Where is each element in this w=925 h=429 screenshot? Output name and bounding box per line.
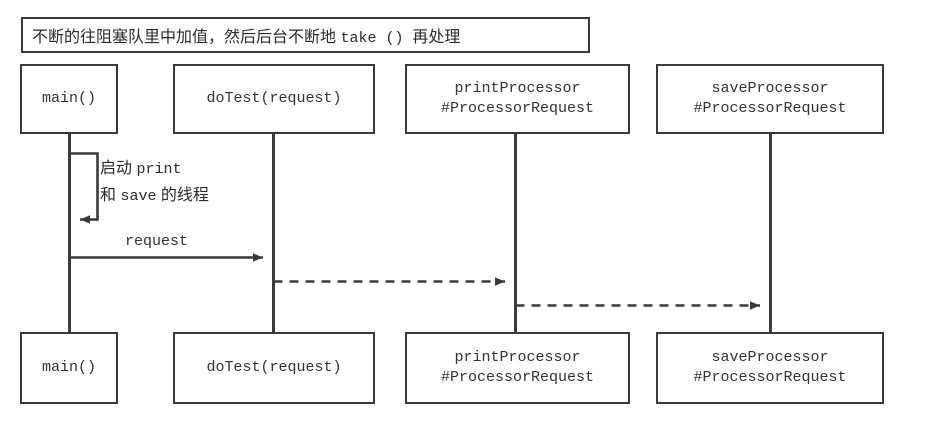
participant-label-printprocessor-bottom-line2: #ProcessorRequest: [440, 369, 595, 386]
participant-label-saveprocessor-bottom-line2: #ProcessorRequest: [693, 369, 847, 386]
lifeline-saveprocessor: [769, 134, 772, 332]
participant-label-main: main(): [41, 90, 96, 107]
lifeline-dotest: [272, 134, 275, 332]
participant-box-saveprocessor-bottom[interactable]: saveProcessor #ProcessorRequest: [656, 332, 884, 404]
participant-box-main-top[interactable]: main(): [20, 64, 118, 134]
note-banner: 不断的往阻塞队里中加值，然后后台不断地 take () 再处理: [21, 17, 590, 53]
note-banner-text: 不断的往阻塞队里中加值，然后后台不断地 take () 再处理: [32, 29, 461, 47]
participant-label-saveprocessor-bottom-line1: saveProcessor: [711, 349, 829, 366]
participant-label-saveprocessor-line1: saveProcessor: [711, 80, 829, 97]
participant-box-dotest-top[interactable]: doTest(request): [173, 64, 375, 134]
participant-label-printprocessor-bottom-line1: printProcessor: [454, 349, 581, 366]
participant-box-dotest-bottom[interactable]: doTest(request): [173, 332, 375, 404]
lifeline-main: [68, 134, 71, 332]
participant-box-printprocessor-top[interactable]: printProcessor #ProcessorRequest: [405, 64, 630, 134]
participant-box-saveprocessor-top[interactable]: saveProcessor #ProcessorRequest: [656, 64, 884, 134]
participant-box-main-bottom[interactable]: main(): [20, 332, 118, 404]
participant-box-printprocessor-bottom[interactable]: printProcessor #ProcessorRequest: [405, 332, 630, 404]
participant-label-main-bottom: main(): [41, 359, 96, 376]
lifeline-printprocessor: [514, 134, 517, 332]
participant-label-printprocessor-line1: printProcessor: [454, 80, 581, 97]
participant-label-dotest-bottom: doTest(request): [206, 359, 342, 376]
participant-label-dotest: doTest(request): [206, 90, 342, 107]
participant-label-saveprocessor-line2: #ProcessorRequest: [693, 100, 847, 117]
message-self-call-main[interactable]: [69, 152, 99, 224]
message-label-request: request: [125, 233, 189, 250]
participant-label-printprocessor-line2: #ProcessorRequest: [440, 100, 595, 117]
